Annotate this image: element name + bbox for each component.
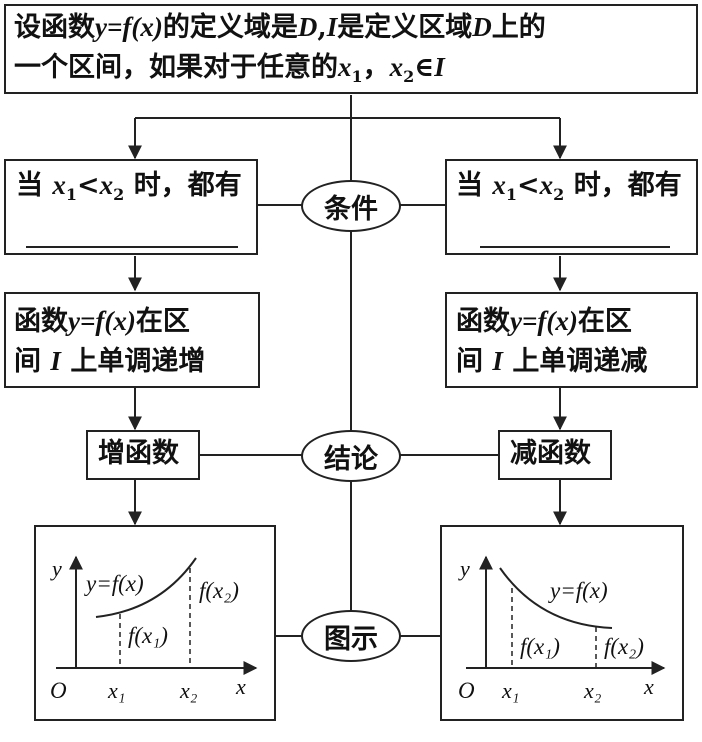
def-domain-d: D (297, 12, 318, 42)
right-curve-label: y=f(x) (550, 578, 608, 603)
def-text-d: 上的 (491, 12, 546, 43)
increasing-function-label: 增函数 (98, 438, 179, 469)
right-mono-jian: 间 (456, 346, 483, 377)
left-cond-lt: < (77, 170, 100, 201)
right-cond-have: 时，都有 (573, 170, 682, 201)
right-y-label: y (460, 556, 470, 581)
right-cond-lt: < (517, 170, 540, 201)
left-monotonic-line-1: 函数y=f(x)在区 (14, 302, 190, 341)
def-x2-sub: 2 (403, 67, 415, 86)
right-monotonic-box (445, 292, 698, 388)
left-cond-have: 时，都有 (133, 170, 242, 201)
def-domain-d2: D (472, 12, 492, 42)
left-x-label: x (236, 674, 246, 699)
right-x-label: x (644, 674, 654, 699)
graph-label: 图示 (301, 610, 401, 662)
right-condition-box (445, 159, 698, 255)
right-mono-func: y=f(x) (510, 306, 578, 336)
definition-line-2: 一个区间，如果对于任意的x1，x2∈I (14, 48, 445, 96)
right-cond-x2-sub: 2 (553, 185, 565, 204)
left-mono-func: y=f(x) (68, 306, 136, 336)
left-cond-x1: x (52, 170, 66, 200)
left-cond-x1-sub: 1 (65, 185, 78, 204)
right-cond-x1: x (492, 170, 506, 200)
definition-line-1: 设函数y=f(x)的定义域是D,I是定义区域D上的 (14, 8, 546, 47)
left-condition-blank[interactable] (26, 246, 238, 248)
right-mono-in-interval: 在区 (577, 306, 632, 337)
decreasing-function-label: 减函数 (510, 438, 591, 469)
condition-label: 条件 (301, 180, 401, 232)
def-text-b: 的定义域是 (162, 12, 298, 43)
left-x1-label: x₁ (108, 678, 126, 703)
right-mono-func-word: 函数 (456, 306, 510, 337)
left-cond-x2-sub: 2 (113, 185, 125, 204)
right-cond-when: 当 (456, 170, 483, 201)
right-fx1-label: f(x₁) (520, 634, 560, 659)
def-sep: ， (362, 52, 390, 83)
conclusion-label: 结论 (301, 430, 401, 482)
right-condition-blank[interactable] (480, 246, 670, 248)
def-text-a: 设函数 (14, 12, 95, 43)
def-x2: x (389, 52, 404, 82)
right-mono-i: I (492, 346, 503, 376)
left-x2-label: x₂ (180, 678, 198, 703)
left-monotonic-line-2: 间 I 上单调递增 (14, 342, 205, 381)
decreasing-function-box (498, 430, 612, 480)
right-condition-text: 当 x1<x2 时，都有 (456, 166, 682, 214)
right-origin-label: O (458, 678, 475, 703)
left-cond-when: 当 (16, 170, 43, 201)
left-mono-increasing: 上单调递增 (70, 346, 206, 377)
right-cond-x1-sub: 1 (505, 185, 518, 204)
right-monotonic-line-2: 间 I 上单调递减 (456, 342, 647, 381)
def-x1: x (338, 52, 352, 82)
left-cond-x2: x (99, 170, 114, 200)
def-interval-i: I (326, 12, 338, 42)
left-curve (95, 557, 197, 618)
right-x2-label: x₂ (584, 678, 602, 703)
right-cond-x2: x (539, 170, 554, 200)
def-comma: , (317, 12, 327, 43)
left-fx2-label: f(x₂) (199, 578, 239, 603)
left-condition-text: 当 x1<x2 时，都有 (16, 166, 242, 214)
left-monotonic-box (4, 292, 260, 388)
def-x1-sub: 1 (351, 67, 363, 86)
left-mono-in-interval: 在区 (135, 306, 190, 337)
right-x1-label: x₁ (502, 678, 520, 703)
right-mono-decreasing: 上单调递减 (512, 346, 648, 377)
def-line2-text: 一个区间，如果对于任意的 (14, 52, 338, 83)
left-condition-box (4, 159, 258, 255)
right-curve (499, 567, 613, 629)
right-fx2-label: f(x₂) (604, 634, 644, 659)
left-mono-jian: 间 (14, 346, 41, 377)
def-text-c: 是定义区域 (337, 12, 473, 43)
right-monotonic-line-1: 函数y=f(x)在区 (456, 302, 632, 341)
increasing-function-box (86, 430, 200, 480)
left-fx1-label: f(x₁) (128, 623, 168, 648)
left-origin-label: O (50, 678, 67, 703)
left-y-label: y (52, 556, 62, 581)
left-mono-func-word: 函数 (14, 306, 68, 337)
def-in: ∈ (414, 52, 435, 83)
left-curve-label: y=f(x) (86, 571, 144, 596)
def-line2-i: I (434, 52, 445, 82)
def-func: y=f(x) (95, 12, 163, 42)
left-mono-i: I (50, 346, 61, 376)
definition-box (4, 4, 698, 94)
